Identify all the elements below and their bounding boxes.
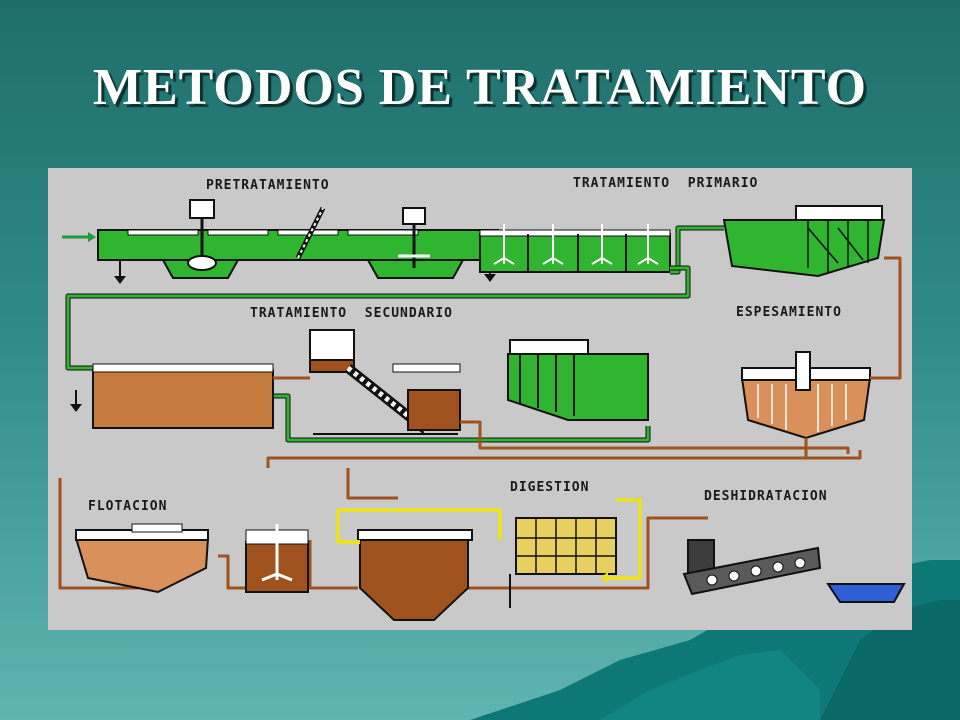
- water-pipes: [65, 225, 724, 443]
- treatment-process-diagram: PRETRATAMIENTO TRATAMIENTO PRIMARIO TRAT…: [48, 168, 912, 630]
- flotation-unit: [74, 523, 210, 594]
- mixing-tank: [245, 524, 309, 593]
- dewatering-press: [682, 539, 906, 603]
- secondary-settler: [507, 339, 649, 421]
- thickener-unit: [740, 351, 872, 440]
- gas-holder: [509, 498, 642, 608]
- pretreatment-unit: [62, 199, 499, 284]
- secondary-treatment-unit: [309, 329, 461, 435]
- label-deshidratacion: DESHIDRATACION: [704, 489, 828, 504]
- label-espesamiento: ESPESAMIENTO: [736, 305, 842, 320]
- sludge-pipes: [58, 256, 902, 590]
- primary-treatment-unit: [479, 205, 886, 278]
- slide-title: METODOS DE TRATAMIENTO: [92, 59, 868, 116]
- label-digestion: DIGESTION: [510, 480, 589, 495]
- digester-unit: [336, 508, 502, 621]
- label-pretratamiento: PRETRATAMIENTO: [206, 178, 330, 193]
- label-tratamiento-primario: TRATAMIENTO PRIMARIO: [573, 176, 758, 191]
- label-tratamiento-secundario: TRATAMIENTO SECUNDARIO: [250, 306, 453, 321]
- aeration-tank: [70, 363, 274, 429]
- label-flotacion: FLOTACION: [88, 499, 167, 514]
